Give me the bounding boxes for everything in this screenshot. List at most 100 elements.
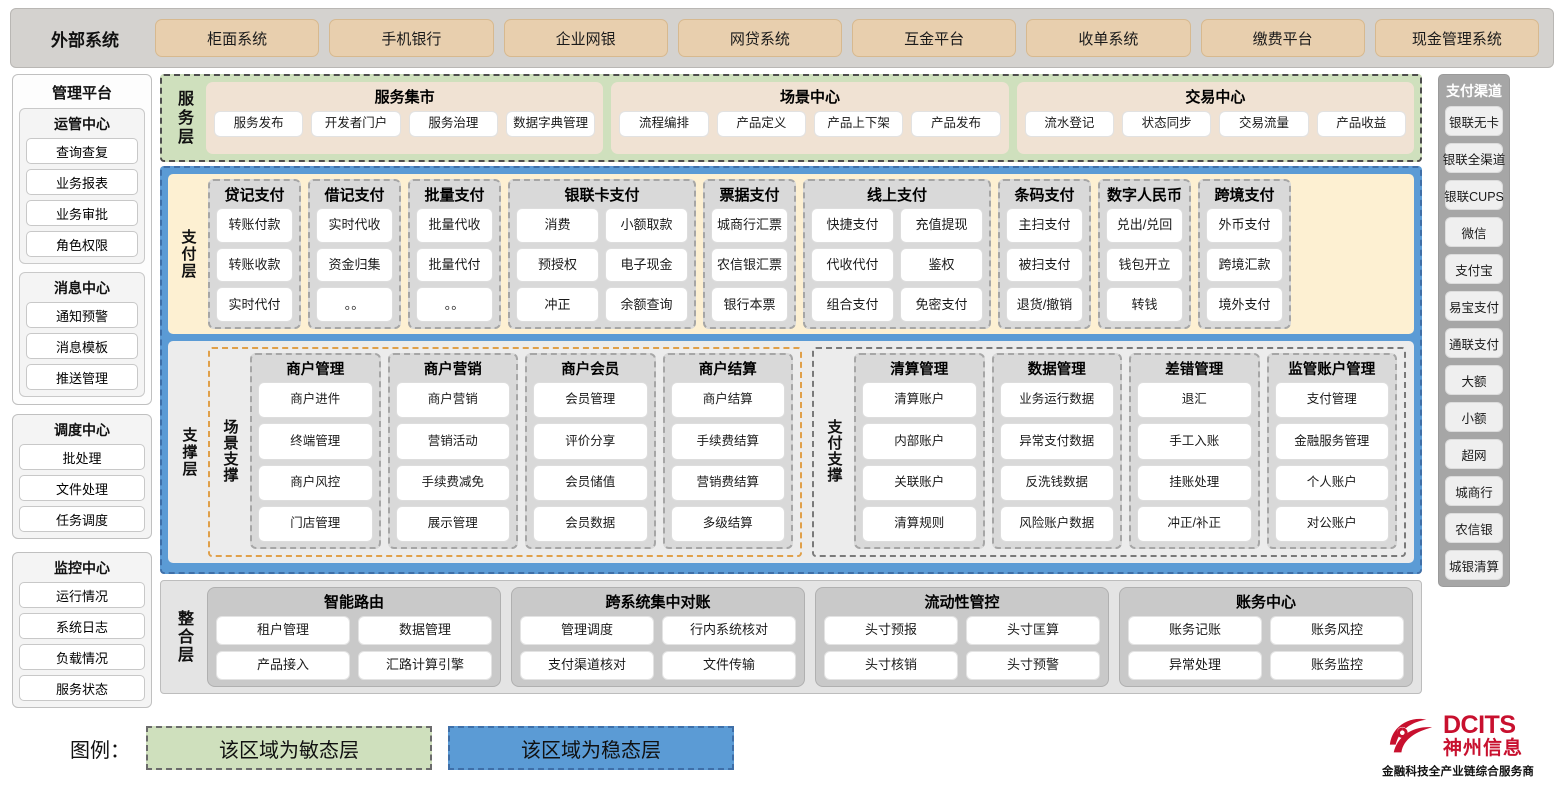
payment-item[interactable]: 冲正 xyxy=(516,287,599,323)
scene-support-item[interactable]: 多级结算 xyxy=(670,505,785,542)
pay-support-item[interactable]: 对公账户 xyxy=(1274,505,1389,542)
payment-item[interactable]: 实时代付 xyxy=(216,287,293,323)
payment-item[interactable]: 消费 xyxy=(516,208,599,243)
integration-item[interactable]: 产品接入 xyxy=(216,651,350,680)
payment-item[interactable]: 城商行汇票 xyxy=(711,208,788,243)
service-item[interactable]: 产品发布 xyxy=(911,111,1001,137)
pay-support-item[interactable]: 金融服务管理 xyxy=(1274,423,1389,460)
payment-item[interactable]: 快捷支付 xyxy=(811,208,894,243)
management-item[interactable]: 角色权限 xyxy=(26,231,138,257)
scene-support-item[interactable]: 会员储值 xyxy=(533,464,648,501)
pay-support-item[interactable]: 风险账户数据 xyxy=(999,505,1114,542)
scene-support-item[interactable]: 门店管理 xyxy=(258,505,373,542)
payment-item[interactable]: 主扫支付 xyxy=(1006,208,1083,243)
pay-support-item[interactable]: 手工入账 xyxy=(1137,423,1252,460)
payment-channel-item[interactable]: 小额 xyxy=(1445,402,1503,432)
external-system-chip[interactable]: 缴费平台 xyxy=(1200,19,1365,57)
scene-support-item[interactable]: 会员管理 xyxy=(533,382,648,419)
scene-support-item[interactable]: 营销费结算 xyxy=(670,464,785,501)
payment-item[interactable]: 被扫支付 xyxy=(1006,247,1083,283)
payment-channel-item[interactable]: 大额 xyxy=(1445,365,1503,395)
payment-item[interactable]: 资金归集 xyxy=(316,247,393,283)
integration-item[interactable]: 头寸核销 xyxy=(824,651,958,680)
scheduler-item[interactable]: 任务调度 xyxy=(19,506,145,532)
integration-item[interactable]: 数据管理 xyxy=(358,616,492,645)
management-item[interactable]: 业务审批 xyxy=(26,200,138,226)
scene-support-item[interactable]: 手续费减免 xyxy=(395,464,510,501)
payment-item[interactable]: 转账收款 xyxy=(216,247,293,283)
payment-item[interactable]: 实时代收 xyxy=(316,208,393,243)
payment-item[interactable]: 小额取款 xyxy=(605,208,688,243)
scene-support-item[interactable]: 手续费结算 xyxy=(670,423,785,460)
external-system-chip[interactable]: 收单系统 xyxy=(1026,19,1191,57)
payment-item[interactable]: 代收代付 xyxy=(811,247,894,283)
service-item[interactable]: 服务治理 xyxy=(408,111,498,137)
external-system-chip[interactable]: 现金管理系统 xyxy=(1374,19,1539,57)
payment-channel-item[interactable]: 微信 xyxy=(1445,217,1503,247)
integration-item[interactable]: 管理调度 xyxy=(520,616,654,645)
management-item[interactable]: 通知预警 xyxy=(26,302,138,328)
management-item[interactable]: 查询查复 xyxy=(26,138,138,164)
payment-item[interactable]: 鉴权 xyxy=(900,247,983,283)
payment-channel-item[interactable]: 农信银 xyxy=(1445,513,1503,543)
pay-support-item[interactable]: 反洗钱数据 xyxy=(999,464,1114,501)
payment-item[interactable]: 充值提现 xyxy=(900,208,983,243)
pay-support-item[interactable]: 清算规则 xyxy=(862,505,977,542)
pay-support-item[interactable]: 挂账处理 xyxy=(1137,464,1252,501)
payment-channel-item[interactable]: 通联支付 xyxy=(1445,328,1503,358)
pay-support-item[interactable]: 退汇 xyxy=(1137,382,1252,419)
pay-support-item[interactable]: 业务运行数据 xyxy=(999,382,1114,419)
external-system-chip[interactable]: 网贷系统 xyxy=(677,19,842,57)
payment-item[interactable]: 批量代收 xyxy=(416,208,493,243)
payment-channel-item[interactable]: 银联全渠道 xyxy=(1443,143,1505,173)
scheduler-item[interactable]: 批处理 xyxy=(19,444,145,470)
integration-item[interactable]: 异常处理 xyxy=(1128,651,1262,680)
payment-item[interactable]: 境外支付 xyxy=(1206,287,1283,323)
pay-support-item[interactable]: 个人账户 xyxy=(1274,464,1389,501)
scene-support-item[interactable]: 商户结算 xyxy=(670,382,785,419)
scene-support-item[interactable]: 商户营销 xyxy=(395,382,510,419)
payment-item[interactable]: 组合支付 xyxy=(811,287,894,323)
payment-item[interactable]: 农信银汇票 xyxy=(711,247,788,283)
pay-support-item[interactable]: 支付管理 xyxy=(1274,382,1389,419)
payment-item[interactable]: 兑出/兑回 xyxy=(1106,208,1183,243)
external-system-chip[interactable]: 互金平台 xyxy=(852,19,1017,57)
monitor-item[interactable]: 负载情况 xyxy=(19,644,145,670)
management-item[interactable]: 消息模板 xyxy=(26,333,138,359)
integration-item[interactable]: 行内系统核对 xyxy=(662,616,796,645)
service-item[interactable]: 产品收益 xyxy=(1316,111,1406,137)
payment-item[interactable]: 电子现金 xyxy=(605,247,688,283)
integration-item[interactable]: 账务风控 xyxy=(1270,616,1404,645)
payment-item[interactable]: 转钱 xyxy=(1106,287,1183,323)
payment-item[interactable]: 预授权 xyxy=(516,247,599,283)
service-item[interactable]: 流程编排 xyxy=(619,111,709,137)
external-system-chip[interactable]: 手机银行 xyxy=(329,19,494,57)
service-item[interactable]: 流水登记 xyxy=(1024,111,1114,137)
scene-support-item[interactable]: 评价分享 xyxy=(533,423,648,460)
integration-item[interactable]: 文件传输 xyxy=(662,651,796,680)
payment-channel-item[interactable]: 超网 xyxy=(1445,439,1503,469)
scene-support-item[interactable]: 会员数据 xyxy=(533,505,648,542)
external-system-chip[interactable]: 柜面系统 xyxy=(155,19,320,57)
payment-channel-item[interactable]: 支付宝 xyxy=(1445,254,1503,284)
service-item[interactable]: 数据字典管理 xyxy=(505,111,596,137)
monitor-item[interactable]: 运行情况 xyxy=(19,582,145,608)
integration-item[interactable]: 账务记账 xyxy=(1128,616,1262,645)
payment-item[interactable]: 余额查询 xyxy=(605,287,688,323)
monitor-item[interactable]: 系统日志 xyxy=(19,613,145,639)
integration-item[interactable]: 头寸匡算 xyxy=(966,616,1100,645)
pay-support-item[interactable]: 冲正/补正 xyxy=(1137,505,1252,542)
payment-item[interactable]: 。。 xyxy=(416,287,493,323)
service-item[interactable]: 开发者门户 xyxy=(311,111,401,137)
management-item[interactable]: 业务报表 xyxy=(26,169,138,195)
pay-support-item[interactable]: 异常支付数据 xyxy=(999,423,1114,460)
pay-support-item[interactable]: 关联账户 xyxy=(862,464,977,501)
management-item[interactable]: 推送管理 xyxy=(26,364,138,390)
integration-item[interactable]: 租户管理 xyxy=(216,616,350,645)
integration-item[interactable]: 头寸预警 xyxy=(966,651,1100,680)
scene-support-item[interactable]: 商户风控 xyxy=(258,464,373,501)
monitor-item[interactable]: 服务状态 xyxy=(19,675,145,701)
service-item[interactable]: 产品上下架 xyxy=(813,111,904,137)
payment-item[interactable]: 跨境汇款 xyxy=(1206,247,1283,283)
payment-item[interactable]: 钱包开立 xyxy=(1106,247,1183,283)
